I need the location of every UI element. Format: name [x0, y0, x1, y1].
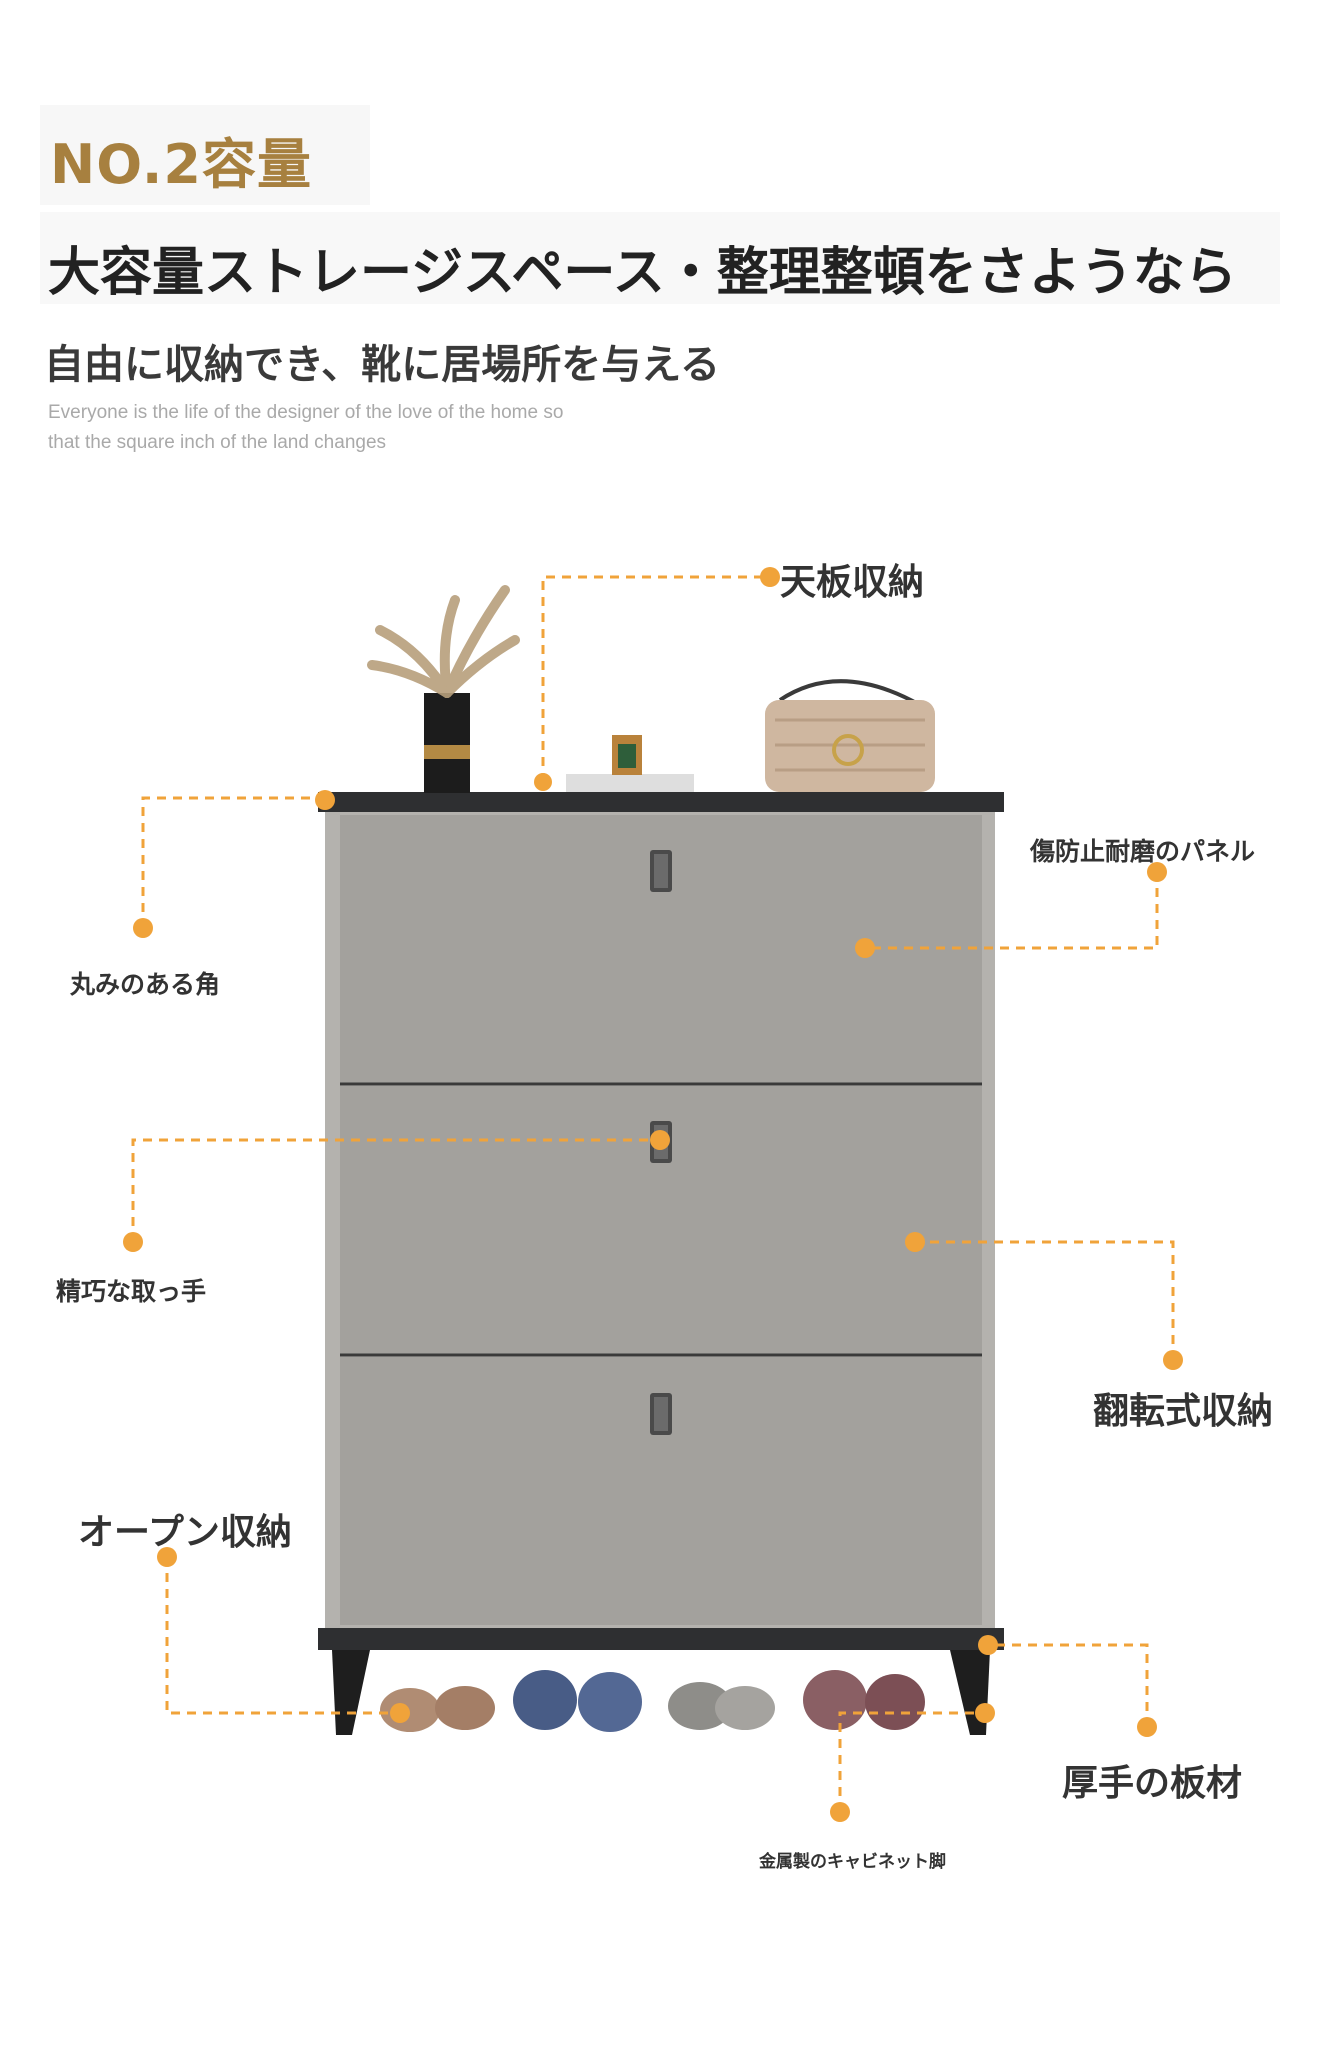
english-caption: Everyone is the life of the designer of …	[48, 398, 563, 458]
subheadline: 自由に収納でき、靴に居場所を与える	[44, 342, 720, 388]
shoes-row	[380, 1670, 925, 1732]
vase-decoration	[367, 585, 520, 793]
section-badge: NO.2容量	[50, 133, 312, 196]
handbag-decoration	[765, 679, 935, 792]
english-caption-line-1: Everyone is the life of the designer of …	[48, 402, 564, 423]
english-caption-line-2: that the square inch of the land changes	[48, 432, 387, 453]
callout-top-storage: 天板収納	[780, 562, 925, 603]
callout-flip-storage: 翻転式収納	[1093, 1391, 1274, 1432]
callout-scratch-panel: 傷防止耐磨のパネル	[1030, 837, 1256, 866]
callout-handle: 精巧な取っ手	[56, 1277, 207, 1306]
small-jar-decoration	[566, 735, 694, 792]
headline-background	[40, 212, 1280, 304]
headline: 大容量ストレージスペース・整理整頓をさようなら	[48, 243, 1237, 303]
callout-metal-legs: 金属製のキャビネット脚	[759, 1852, 946, 1872]
cabinet-top	[318, 792, 1004, 812]
cabinet-base	[318, 1628, 1004, 1650]
callout-rounded-corner: 丸みのある角	[70, 970, 221, 999]
badge-background	[40, 105, 370, 205]
callout-lines	[131, 575, 1175, 1812]
callout-thick-board: 厚手の板材	[1062, 1763, 1243, 1804]
cabinet-leg-left	[332, 1650, 370, 1735]
callout-dots	[123, 567, 1183, 1822]
callout-open-storage: オープン収納	[78, 1512, 292, 1553]
